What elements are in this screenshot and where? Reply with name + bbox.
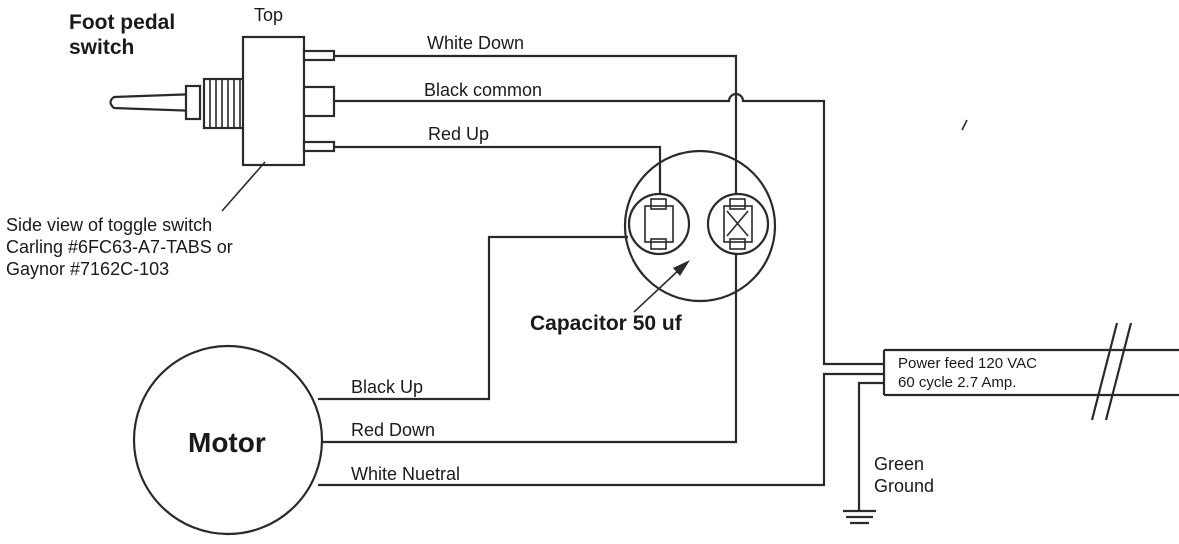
ground-symbol (843, 509, 876, 525)
ground-label-line1: Green (874, 454, 924, 474)
black-up-label: Black Up (351, 377, 423, 397)
terminal-top (302, 49, 336, 62)
black-up-wire (318, 235, 628, 401)
capacitor-body (623, 149, 777, 303)
switch-note-line3: Gaynor #7162C-103 (6, 259, 169, 279)
red-down-wire (322, 254, 738, 444)
note-leader-line (221, 161, 266, 212)
power-feed-cable (882, 322, 1179, 421)
cable-break-mark (1090, 322, 1119, 421)
white-down-wire (334, 54, 738, 194)
stray-mark (961, 119, 968, 131)
red-up-wire (334, 145, 662, 194)
capacitor-terminal-left (627, 192, 691, 256)
switch-body (241, 35, 306, 167)
switch-title-line2: switch (69, 36, 134, 59)
switch-note-line1: Side view of toggle switch (6, 215, 212, 235)
toggle-lever (109, 92, 200, 113)
red-up-label: Red Up (428, 124, 489, 144)
toggle-switch (109, 35, 336, 167)
white-neutral-label: White Nuetral (351, 464, 460, 484)
capacitor-arrow (633, 260, 690, 313)
capacitor-label: Capacitor 50 uf (530, 312, 683, 335)
motor-label: Motor (188, 427, 266, 458)
terminal-common (302, 85, 336, 118)
toggle-bushing-nut (184, 84, 202, 121)
black-common-wire (334, 92, 884, 366)
white-neutral-wire (318, 372, 884, 487)
ground-wire (857, 381, 884, 510)
capacitor (623, 149, 777, 303)
power-feed-line1: Power feed 120 VAC (898, 355, 1037, 372)
motor-body (132, 344, 324, 536)
cable-break-mark (1104, 322, 1133, 421)
black-common-label: Black common (424, 80, 542, 100)
red-down-label: Red Down (351, 420, 435, 440)
switch-title-line1: Foot pedal (69, 11, 175, 34)
ground-label-line2: Ground (874, 476, 934, 496)
terminal-bottom (302, 140, 336, 153)
switch-note-line2: Carling #6FC63-A7-TABS or (6, 237, 233, 257)
power-feed-line2: 60 cycle 2.7 Amp. (898, 374, 1016, 391)
white-down-label: White Down (427, 33, 524, 53)
switch-top-label: Top (254, 5, 283, 25)
